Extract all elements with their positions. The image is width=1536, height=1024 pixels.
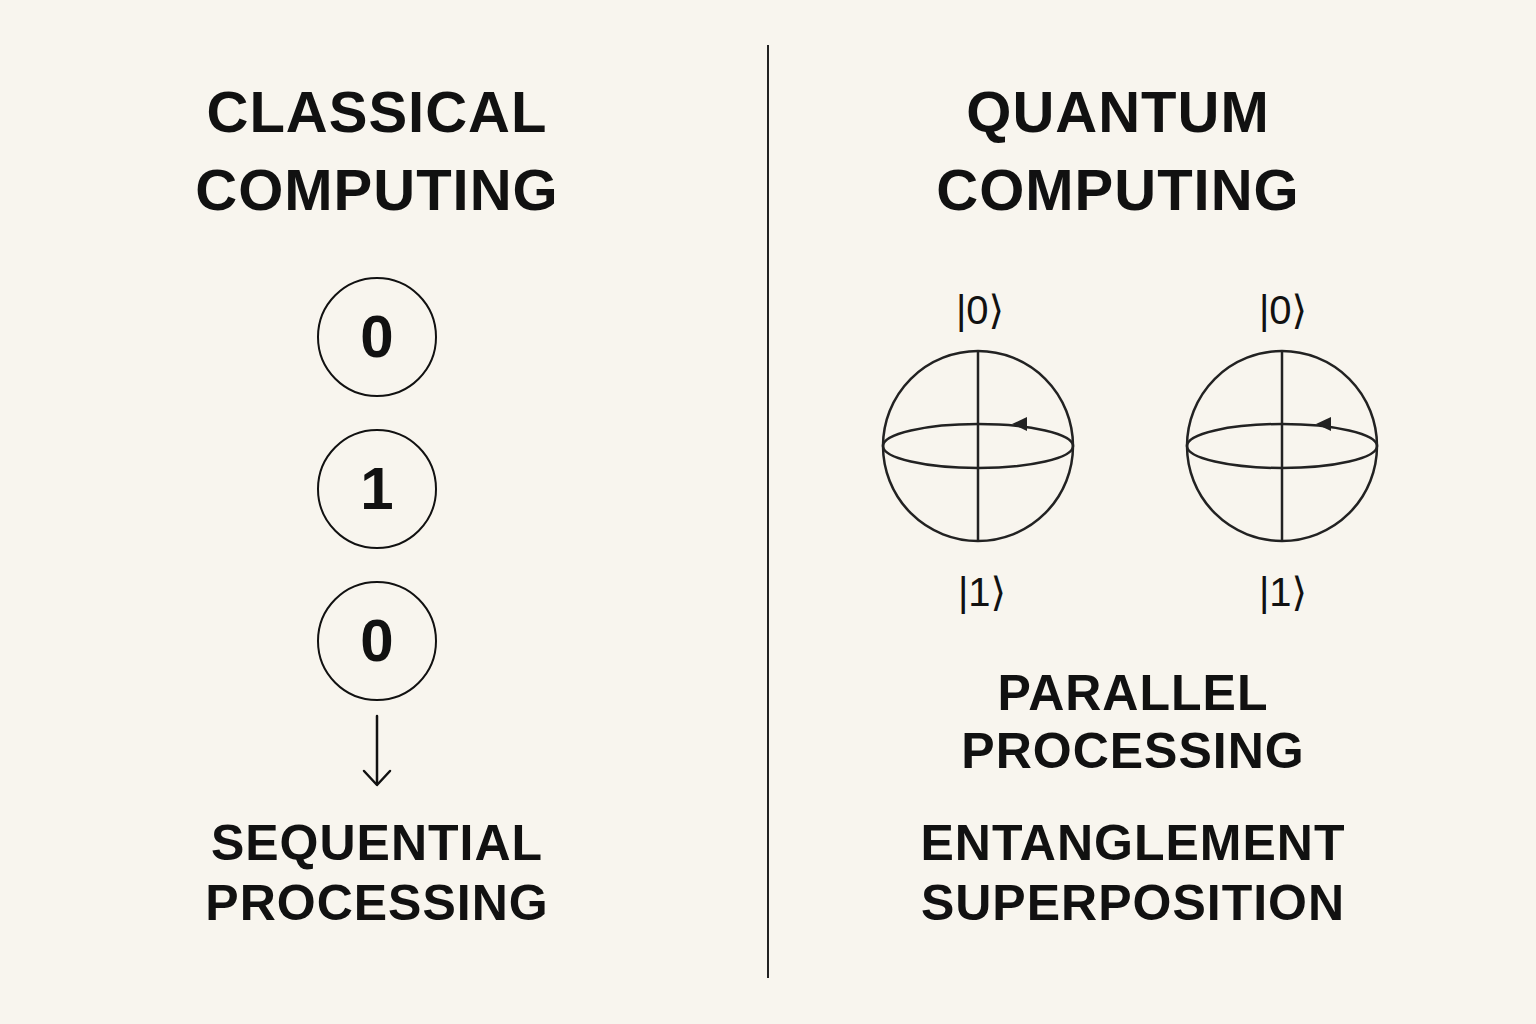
bit-circle: 0 <box>317 581 437 701</box>
bit-value: 0 <box>360 611 393 671</box>
caption-text: SEQUENTIAL PROCESSING <box>167 813 587 933</box>
caption-text: SUPERPOSITION <box>903 873 1363 933</box>
bloch-sphere <box>1187 351 1377 541</box>
state-label: |0⟩ <box>1213 286 1353 334</box>
state-label: |1⟩ <box>1213 568 1353 616</box>
bit-value: 0 <box>360 307 393 367</box>
section-heading: QUANTUM COMPUTING <box>858 73 1378 229</box>
caption-text: ENTANGLEMENT <box>903 813 1363 873</box>
state-label: |1⟩ <box>912 568 1052 616</box>
bit-circle: 1 <box>317 429 437 549</box>
section-heading: CLASSICAL COMPUTING <box>117 73 637 229</box>
down-arrow <box>364 716 390 785</box>
bit-value: 1 <box>360 459 393 519</box>
bit-circle: 0 <box>317 277 437 397</box>
divider-line <box>767 45 769 978</box>
caption-text: PARALLEL PROCESSING <box>923 664 1343 780</box>
state-label: |0⟩ <box>910 286 1050 334</box>
bloch-sphere <box>883 351 1073 541</box>
